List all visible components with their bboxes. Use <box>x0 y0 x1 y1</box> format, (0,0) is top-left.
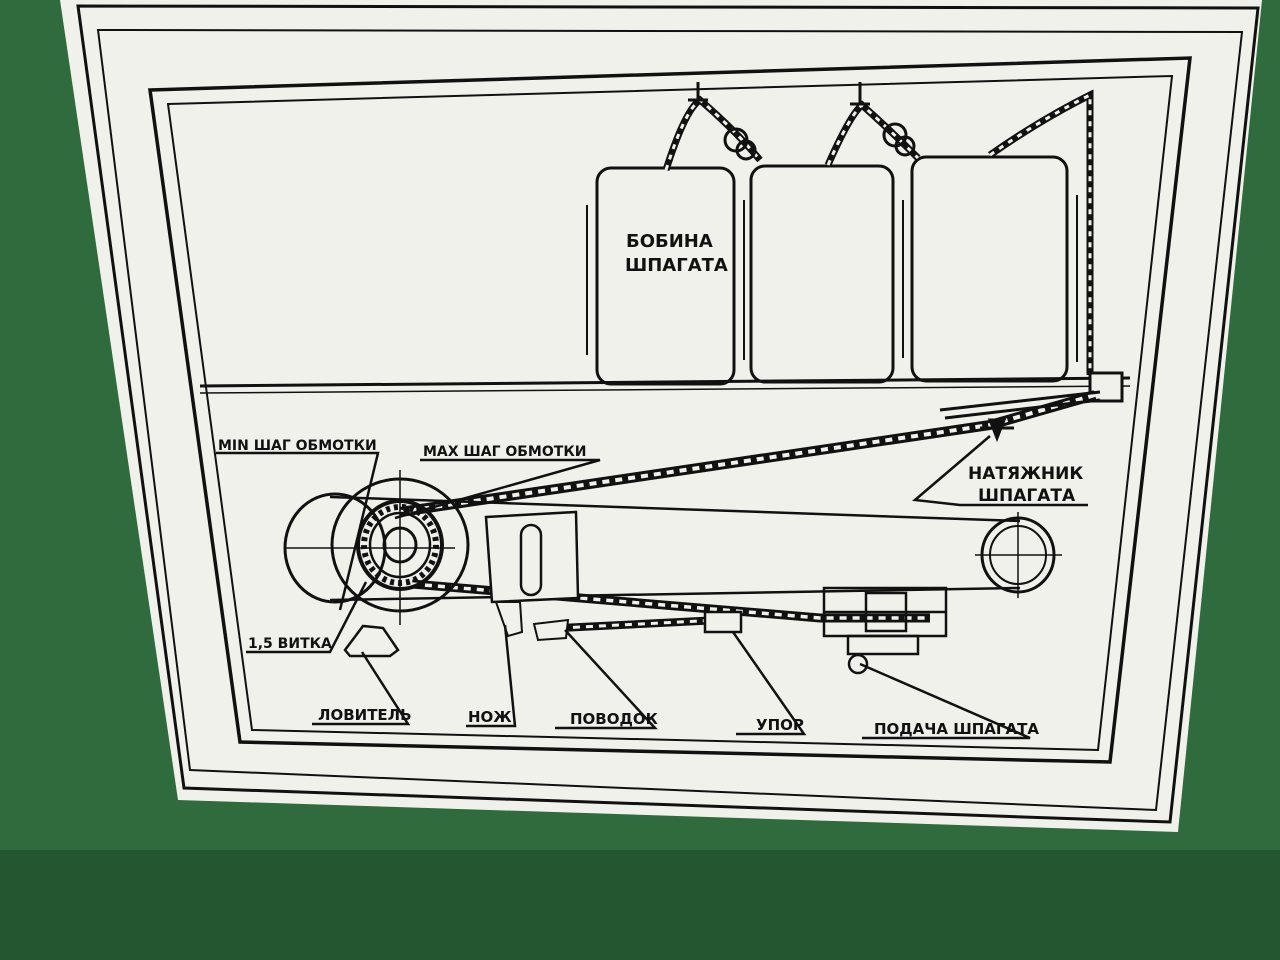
catcher <box>343 624 400 658</box>
bobbin-2 <box>749 164 904 384</box>
stop-label: УПОР <box>756 716 804 734</box>
lead-label: ПОВОДОК <box>570 710 659 728</box>
twine-feed-box <box>822 586 948 675</box>
left-pulley <box>283 470 470 625</box>
belt <box>329 495 1021 602</box>
bobbin-3 <box>910 155 1078 383</box>
bobbin-hanger-2 <box>850 82 870 106</box>
diagram-frame-inner <box>166 74 1174 752</box>
sticker-outer-border <box>76 4 1260 824</box>
knife <box>494 601 570 642</box>
twine-knot-1 <box>723 127 757 161</box>
knife-block <box>484 510 580 604</box>
twine-tensioner <box>939 390 1101 443</box>
stop-block <box>703 610 743 634</box>
sticker-inner-border <box>96 28 1244 812</box>
bobbin-hanger-1 <box>688 82 708 102</box>
instruction-sticker <box>60 0 1262 832</box>
diagram-frame-outer <box>148 56 1192 764</box>
bobbin-label-line2: ШПАГАТА <box>625 255 728 276</box>
twine-spool-dash <box>361 504 439 586</box>
catcher-label: ЛОВИТЕЛЬ <box>318 706 412 724</box>
knife-label: НОЖ <box>468 708 512 726</box>
turns-label: 1,5 ВИТКА <box>248 636 332 652</box>
shelf-line <box>199 376 1131 388</box>
tensioner-label-line1: НАТЯЖНИК <box>968 464 1083 484</box>
bobbin-label-line1: БОБИНА <box>626 231 713 252</box>
tensioner-label-line2: ШПАГАТА <box>978 486 1076 506</box>
machine-panel-shadow <box>0 850 1280 960</box>
shelf-line-lower <box>199 385 1131 394</box>
min-pitch-label: MIN ШАГ ОБМОТКИ <box>218 438 377 454</box>
feed-label: ПОДАЧА ШПАГАТА <box>874 720 1039 738</box>
leader-lines <box>216 435 1088 740</box>
twine-knot-2 <box>882 122 916 157</box>
right-pulley <box>975 512 1062 598</box>
max-pitch-label: MAX ШАГ ОБМОТКИ <box>423 444 586 460</box>
